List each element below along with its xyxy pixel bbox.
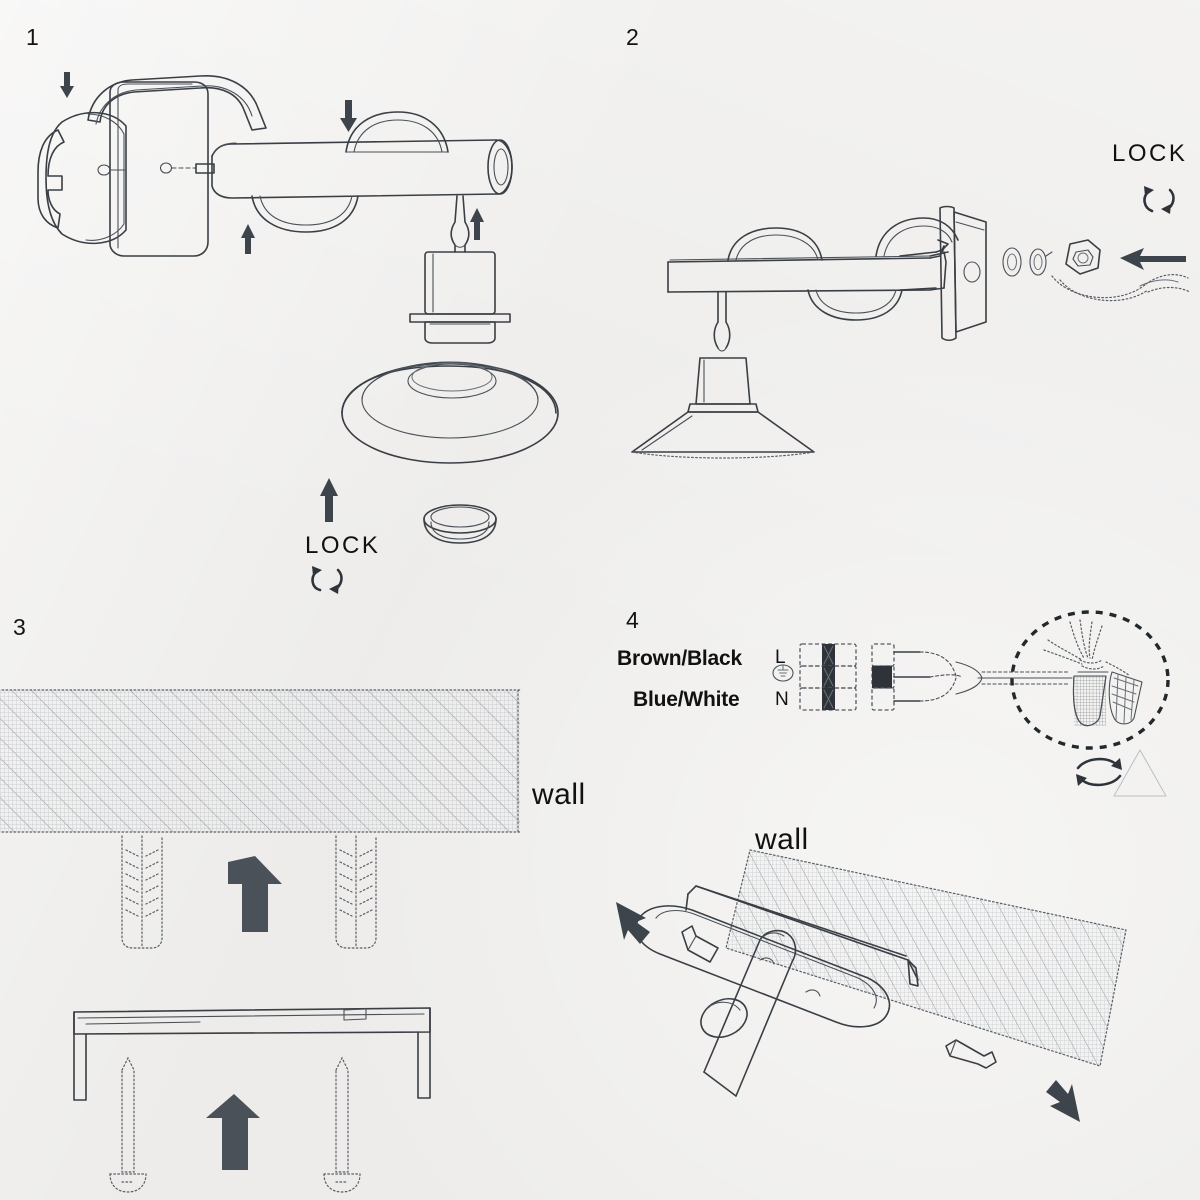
rotate-icon-callout [1076,757,1122,787]
panel-4-wiring-and-final-mount: 4 Brown/Black Blue/White L N [600,600,1200,1200]
panel-4-drawing [616,610,1170,1122]
wall-hatched-panel-4 [725,849,1127,1067]
up-arrow-arm [241,224,255,254]
panel-3-drawing [0,689,521,1193]
down-arrow-arm [340,100,357,132]
terminal-block [799,643,857,711]
neutral-terminal-label: N [775,689,789,710]
arrow-screw-lower [1046,1080,1080,1122]
up-arrow-screws [206,1094,260,1170]
left-arrow-nut [1120,248,1186,270]
neutral-wire-label: Blue/White [633,688,740,711]
wall-label-3: wall [532,778,586,811]
up-arrow-lock [320,478,338,522]
live-wire-label: Brown/Black [617,647,742,670]
rotate-lock-icon [311,566,343,594]
up-arrow-anchors [228,856,282,932]
lock-label-2: LOCK [1112,140,1188,167]
panel-2-drawing [631,186,1191,459]
rotate-lock-icon-2 [1143,186,1175,214]
step-number-3: 3 [13,614,27,640]
panel-1-lamp-holder-assembly: 1 [0,0,600,600]
step-number-4: 4 [626,607,640,633]
screw-left [109,1056,147,1193]
live-terminal-label: L [775,647,786,668]
panel-3-wall-mounting: 3 [0,600,600,1200]
wall-label-4: wall [755,823,809,856]
screw-upper-4 [681,925,719,963]
mounting-bracket [73,1007,431,1101]
earth-terminal-symbol [772,664,794,682]
cable-connector [871,643,1073,711]
down-arrow-bracket [60,72,74,98]
screw-right [323,1056,361,1193]
wire-nut-detail-callout [1010,610,1170,787]
step-number-1: 1 [26,24,40,50]
arrow-screw-upper [616,902,650,944]
panel-2-arm-tighten: 2 [600,0,1200,600]
lamp-bracket-assembly [635,885,919,1097]
step-number-2: 2 [626,24,640,50]
up-arrow-socket [470,208,484,240]
wall-anchor-plug-left [121,835,163,949]
panel-1-drawing [37,72,559,594]
lock-label-1: LOCK [305,532,381,559]
wall-anchor-plug-right [335,835,377,949]
screw-lower-4 [945,1039,997,1069]
